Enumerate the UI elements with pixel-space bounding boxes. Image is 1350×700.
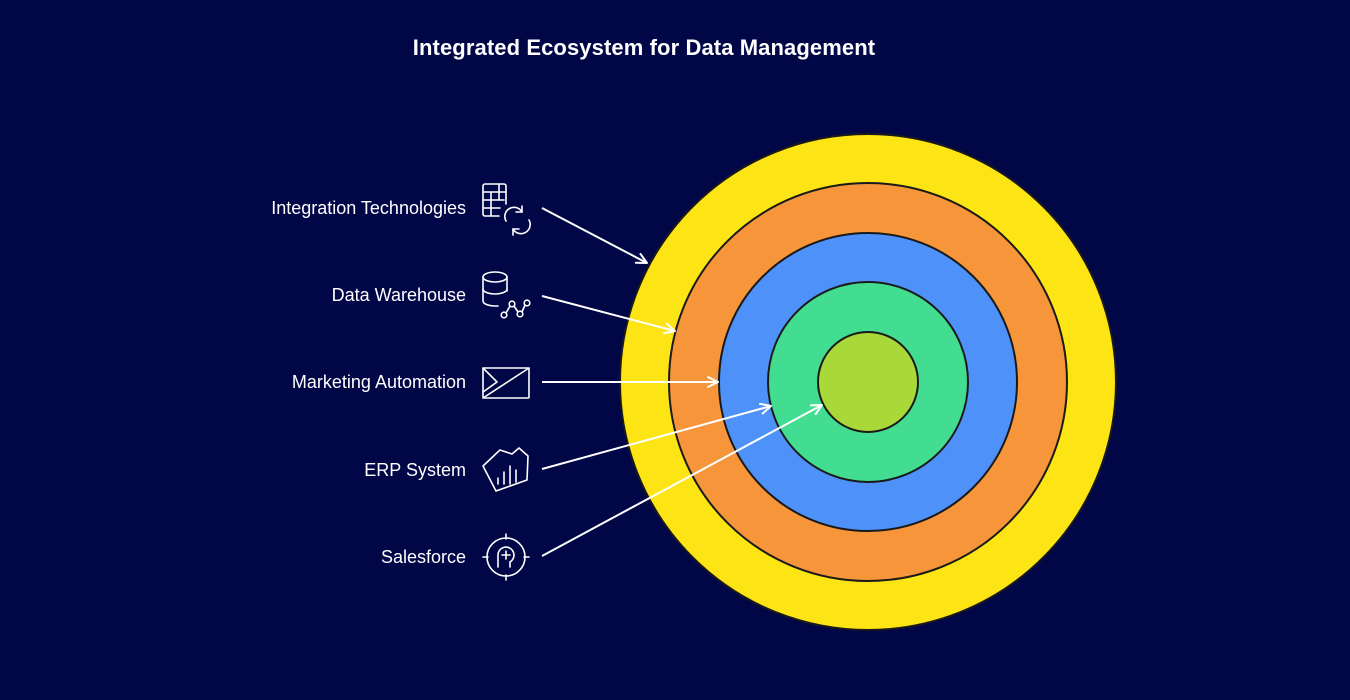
ring-salesforce	[817, 331, 919, 433]
arrow-erp-system	[541, 402, 772, 470]
salesforce-target-icon	[482, 533, 530, 581]
concentric-rings	[619, 133, 1117, 631]
label-marketing-automation: Marketing Automation	[291, 372, 466, 392]
arrow-data-warehouse	[541, 295, 676, 335]
label-erp-system: ERP System	[364, 460, 466, 480]
erp-chart-icon	[482, 447, 529, 492]
label-data-warehouse: Data Warehouse	[331, 285, 466, 305]
database-network-icon	[482, 271, 531, 319]
arrow-salesforce	[541, 404, 823, 557]
marketing-automation-icon	[482, 367, 530, 399]
table-sync-icon	[482, 183, 531, 236]
label-integration-technologies: Integration Technologies	[271, 198, 466, 218]
connector-arrows	[541, 207, 823, 557]
diagram-title: Integrated Ecosystem for Data Management	[412, 35, 876, 60]
label-salesforce: Salesforce	[380, 547, 466, 567]
arrow-integration-technologies	[541, 207, 648, 264]
